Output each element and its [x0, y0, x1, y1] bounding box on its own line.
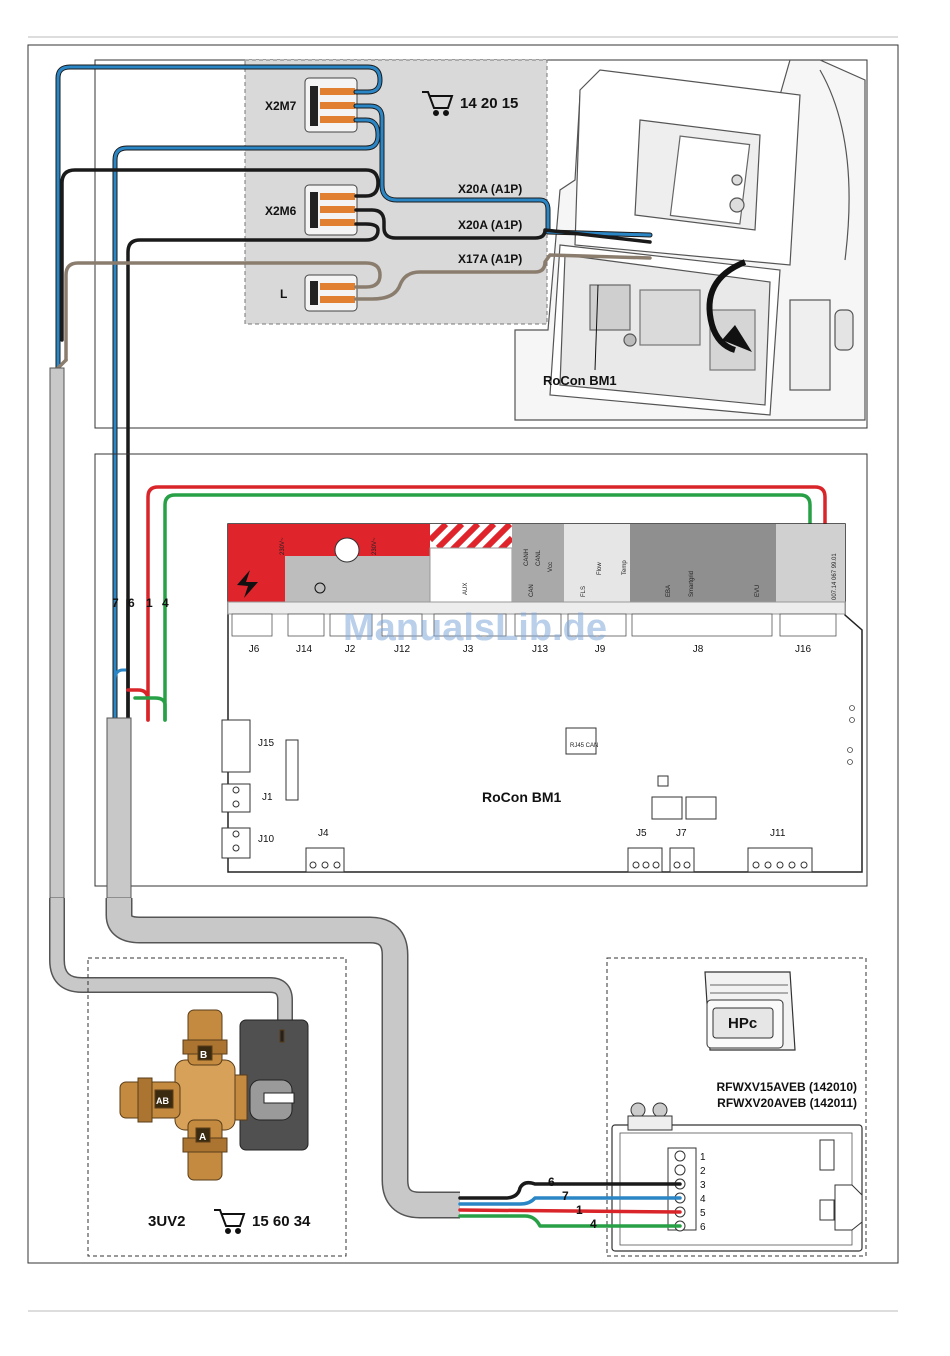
hpc-model-1: RFWXV15AVEB (142010): [717, 1080, 858, 1094]
terminal-label-2: X20A (A1P): [458, 218, 522, 232]
high-voltage-icon: [237, 570, 258, 598]
board-label-top: RoCon BM1: [543, 373, 617, 388]
evu-label: EVU: [755, 585, 761, 597]
connector-header: [227, 524, 846, 615]
valve-order-number: 15 60 34: [252, 1213, 311, 1230]
valve-3uv2: [119, 1009, 309, 1181]
can-label: CAN: [529, 584, 535, 597]
connector-j10: J10: [258, 834, 275, 845]
hpc-terminal-6: 6: [700, 1222, 706, 1233]
hpc-terminal-5: 5: [700, 1208, 706, 1219]
cart-icon: [422, 91, 454, 116]
outer-frame: [27, 44, 899, 1264]
valve-port-b: B: [200, 1050, 207, 1061]
connector-j12: J12: [394, 644, 411, 655]
hpc-wire-4: 4: [590, 1217, 597, 1231]
pump-icon: [314, 582, 326, 594]
plug-x2m7: [304, 77, 358, 133]
order-number-top: 14 20 15: [460, 95, 518, 112]
connector-j4: J4: [318, 828, 329, 839]
aux-label: AUX: [463, 583, 469, 595]
board-title: RoCon BM1: [482, 789, 562, 805]
hpc-box: [606, 957, 867, 1257]
board-frame: [94, 453, 868, 887]
connector-j6: J6: [249, 644, 260, 655]
connector-j16: J16: [795, 644, 812, 655]
connector-j11: J11: [770, 828, 786, 839]
wires-top: [54, 64, 653, 723]
cable-number-1: 1: [146, 596, 153, 610]
connector-j7: J7: [676, 828, 687, 839]
watermark: ManualsLib.de: [343, 607, 607, 649]
valve-port-a: A: [199, 1132, 206, 1143]
connector-j8: J8: [693, 644, 704, 655]
connector-j9: J9: [595, 644, 606, 655]
connector-panel: [244, 59, 548, 325]
plug-x2m7-label: X2M7: [265, 99, 297, 113]
hpc-terminal-2: 2: [700, 1166, 706, 1177]
plug-l: [304, 274, 358, 312]
bus-label-canl: CANL: [536, 549, 542, 566]
fls-label: FLS: [581, 586, 587, 597]
plug-l-label: L: [280, 287, 287, 301]
hpc-wire-1: 1: [576, 1203, 583, 1217]
side-markings: [847, 705, 855, 765]
connector-j14: J14: [296, 644, 313, 655]
eba-label: EBA: [666, 585, 672, 597]
pin-strip: [231, 613, 837, 637]
connector-j3: J3: [463, 644, 474, 655]
rotate-arrow: [706, 259, 747, 353]
connector-j15: J15: [258, 738, 275, 749]
wires-board: [113, 485, 827, 722]
bus-label-vcc: Vcc: [548, 562, 554, 572]
cable-number-6: 6: [128, 596, 135, 610]
voltage-label-2: 230V~: [372, 537, 378, 555]
terminal-label-3: X17A (A1P): [458, 252, 522, 266]
cable-sheath-left: [49, 367, 65, 899]
connector-j13: J13: [532, 644, 549, 655]
cable-number-4: 4: [162, 596, 169, 610]
valve-label: 3UV2: [148, 1213, 186, 1230]
valve-port-ab: AB: [156, 1096, 169, 1106]
temp-label: Temp: [622, 560, 628, 575]
valve-box: [87, 957, 347, 1257]
rotate-arrowhead-icon: [722, 325, 752, 352]
connector-j1: J1: [262, 792, 273, 803]
rj45-label: RJ45 CAN: [570, 743, 598, 749]
cart-icon-valve: [214, 1209, 246, 1234]
connector-j2: J2: [345, 644, 356, 655]
cable-sheath-right: [106, 717, 132, 899]
smartgrid-label: Smartgrid: [689, 571, 695, 597]
hpc-device: [704, 971, 796, 1051]
hpc-terminal-4: 4: [700, 1194, 706, 1205]
hpc-terminal-1: 1: [700, 1152, 706, 1163]
hpc-cable: [107, 898, 460, 1217]
connector-j5: J5: [636, 828, 647, 839]
bus-label-canh: CANH: [524, 549, 530, 566]
hpc-badge: HPc: [728, 1015, 757, 1032]
cable-number-7: 7: [112, 596, 119, 610]
hpc-board: [611, 1102, 863, 1252]
plug-x2m6-label: X2M6: [265, 204, 297, 218]
part-code: 007.14 067 99.01: [832, 553, 838, 600]
plug-x2m6: [304, 184, 358, 236]
hpc-terminal-3: 3: [700, 1180, 706, 1191]
hpc-wire-7: 7: [562, 1189, 569, 1203]
voltage-label-1: 230V~: [280, 537, 286, 555]
lower-connector-holes: [232, 786, 808, 869]
hpc-model-2: RFWXV20AVEB (142011): [717, 1096, 857, 1110]
controller-housing: [514, 59, 866, 421]
wires-hpc: [458, 1180, 682, 1228]
hpc-wire-6: 6: [548, 1175, 555, 1189]
terminal-label-1: X20A (A1P): [458, 182, 522, 196]
flow-label: Flow: [597, 562, 603, 575]
valve-cable: [50, 898, 292, 1030]
board-leader-line: [594, 284, 599, 371]
